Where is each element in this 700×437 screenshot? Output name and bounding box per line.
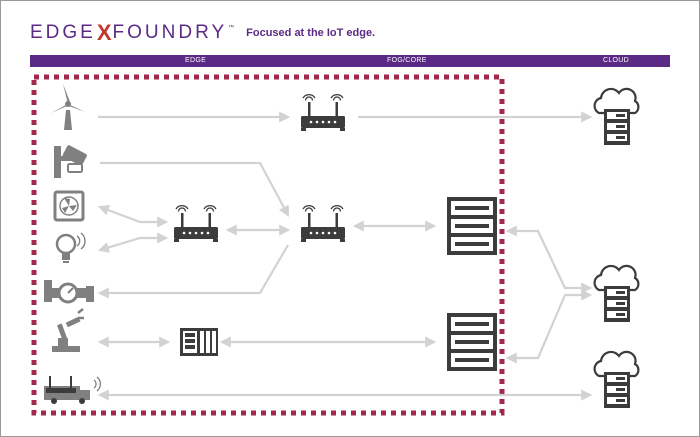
router-icon [300, 204, 346, 243]
logo-text-edge: EDGE [30, 22, 96, 43]
logo-text-foundry: FOUNDRY [112, 22, 228, 43]
server-rack-icon [447, 313, 497, 371]
server-rack-icon [447, 197, 497, 255]
smart-bulb-icon [55, 232, 86, 263]
cloud-server-icon [593, 264, 640, 324]
pipe-valve-icon [44, 280, 94, 304]
arrow-bulb-router [97, 232, 169, 253]
arrow-camera-gateway [100, 161, 290, 217]
arrow-server-cloud-lower [505, 289, 593, 364]
logo-x-mark: X [96, 20, 112, 45]
connected-truck-icon [44, 376, 101, 404]
edge-boundary [31, 74, 505, 416]
cloud-server-icon [593, 87, 640, 147]
wind-turbine-icon [51, 84, 85, 130]
cloud-server-icon [593, 350, 640, 410]
zone-label-cloud: CLOUD [603, 57, 630, 64]
edgex-foundry-logo: EDGE X FOUNDRY ™ [30, 20, 234, 46]
arrow-server-cloud-mid [505, 225, 593, 294]
plc-controller-icon [180, 328, 218, 356]
security-camera-icon [54, 145, 87, 178]
zone-label-edge: EDGE [185, 57, 207, 64]
router-icon [300, 93, 346, 132]
zone-band: EDGE FOG/CORE CLOUD [30, 55, 670, 67]
arrow-hvac-router [97, 204, 169, 228]
tagline: Focused at the IoT edge. [246, 27, 376, 39]
zone-label-fog-core: FOG/CORE [387, 57, 427, 64]
router-icon [173, 204, 219, 243]
hvac-fan-icon [53, 190, 85, 222]
header: EDGE X FOUNDRY ™ Focused at the IoT edge… [30, 20, 376, 46]
robot-arm-icon [52, 308, 84, 352]
connector-arrows [97, 111, 593, 401]
arrow-pipe-gateway [97, 244, 289, 299]
logo-trademark: ™ [228, 25, 235, 31]
